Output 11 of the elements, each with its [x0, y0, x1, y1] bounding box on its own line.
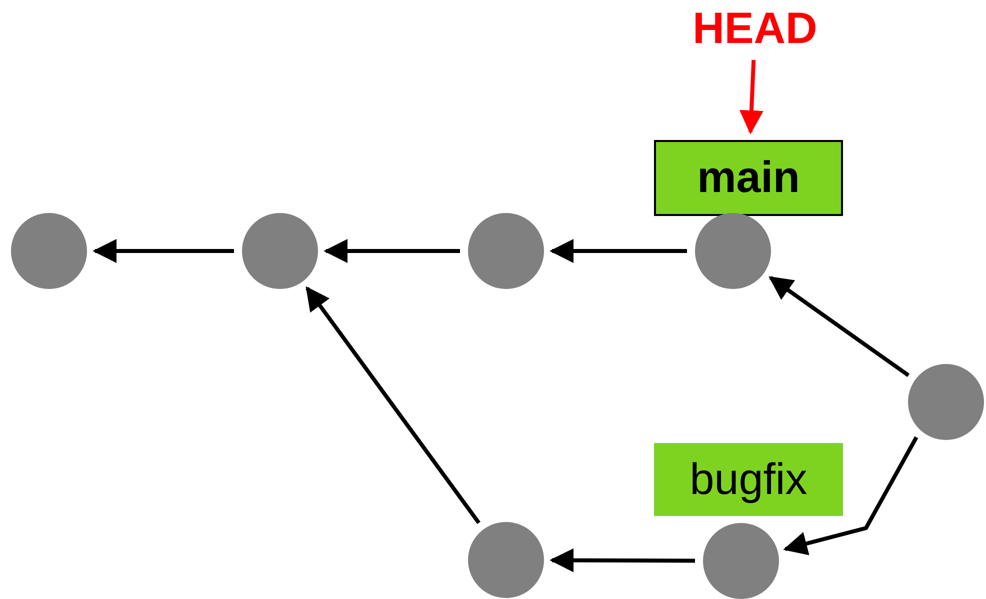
arrow: [550, 239, 687, 263]
arrow: [739, 60, 764, 134]
arrow: [92, 239, 234, 263]
arrow: [768, 276, 910, 378]
pointer-label: HEAD: [692, 4, 818, 54]
arrow: [324, 239, 460, 263]
arrow: [550, 548, 695, 572]
arrow: [783, 436, 918, 556]
branch-label: bugfix: [654, 443, 843, 516]
branch-label: main: [654, 140, 843, 216]
arrow: [306, 286, 480, 524]
